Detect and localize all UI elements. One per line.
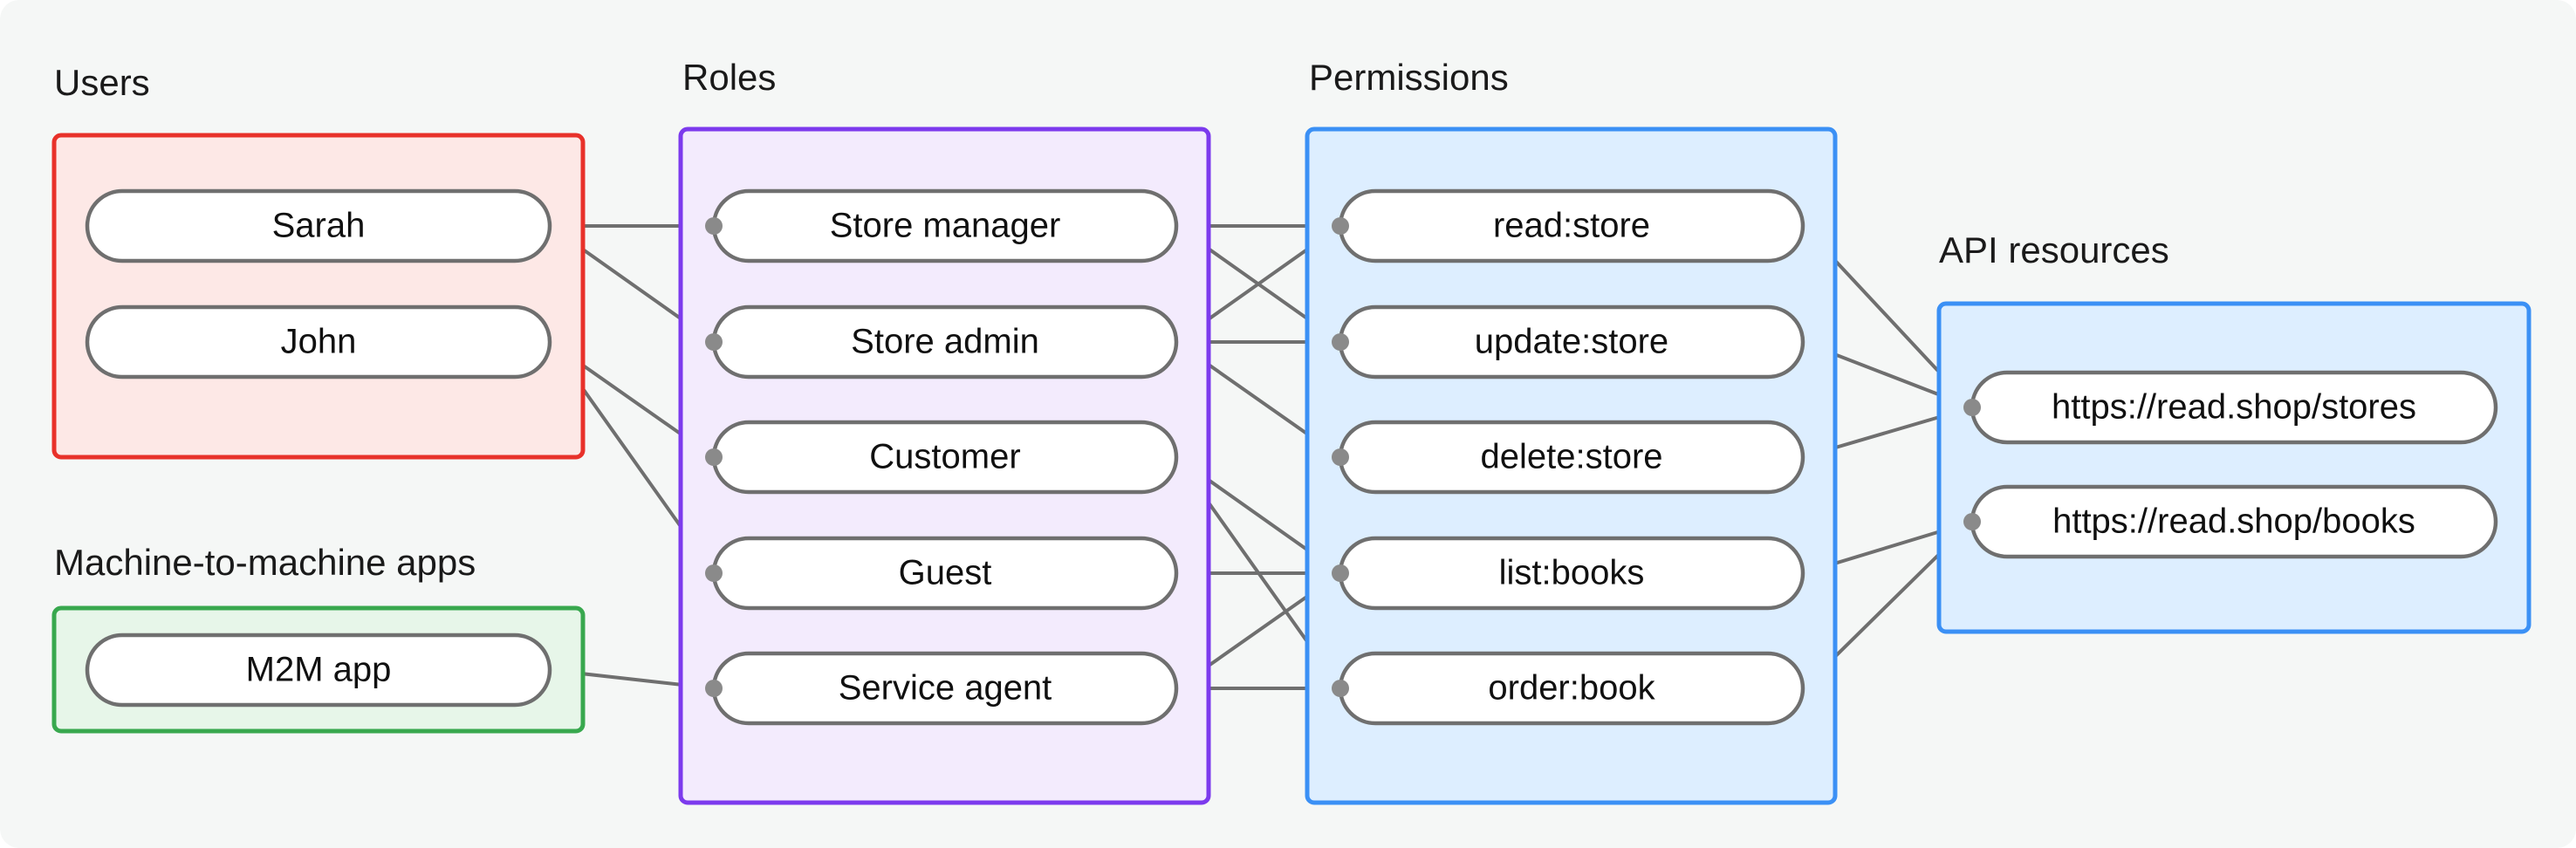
- edge-anchor-read-shop-books: [1963, 513, 1981, 530]
- edge-anchor-update-store: [1332, 333, 1349, 351]
- edge-anchor-guest: [705, 564, 723, 582]
- edge-anchor-read-shop-stores: [1963, 399, 1981, 416]
- group-label-users: Users: [54, 62, 150, 103]
- node-label-service-agent: Service agent: [839, 669, 1052, 708]
- edge-anchor-list-books: [1332, 564, 1349, 582]
- node-label-store-manager: Store manager: [830, 207, 1061, 245]
- node-label-read-shop-books: https://read.shop/books: [2052, 503, 2415, 541]
- edge-anchor-service-agent: [705, 680, 723, 697]
- node-label-customer: Customer: [869, 438, 1020, 476]
- edge-anchor-customer: [705, 448, 723, 466]
- edge-anchor-read-store: [1332, 217, 1349, 235]
- group-label-api-resources: API resources: [1939, 229, 2169, 270]
- node-label-read-store: read:store: [1493, 207, 1650, 245]
- edge-anchor-delete-store: [1332, 448, 1349, 466]
- node-sarah[interactable]: [85, 188, 552, 263]
- group-label-m2m: Machine-to-machine apps: [54, 542, 476, 583]
- node-label-list-books: list:books: [1499, 554, 1645, 592]
- node-label-john: John: [281, 323, 357, 361]
- node-label-read-shop-stores: https://read.shop/stores: [2052, 388, 2416, 427]
- group-box-api-resources: [1936, 301, 2531, 634]
- node-john[interactable]: [85, 304, 552, 380]
- edge-anchor-store-manager: [705, 217, 723, 235]
- anchor-layer: [705, 217, 1981, 697]
- node-label-guest: Guest: [899, 554, 992, 592]
- node-label-m2m-app: M2M app: [246, 651, 392, 689]
- node-label-delete-store: delete:store: [1480, 438, 1662, 476]
- edge-anchor-store-admin: [705, 333, 723, 351]
- node-label-store-admin: Store admin: [851, 323, 1039, 361]
- group-label-roles: Roles: [682, 57, 776, 98]
- node-label-order-book: order:book: [1488, 669, 1655, 708]
- node-m2m-app[interactable]: [85, 633, 552, 708]
- edge-anchor-order-book: [1332, 680, 1349, 697]
- group-label-permissions: Permissions: [1309, 57, 1509, 98]
- group-box-users: [51, 133, 586, 460]
- node-label-update-store: update:store: [1475, 323, 1668, 361]
- node-label-sarah: Sarah: [272, 207, 366, 245]
